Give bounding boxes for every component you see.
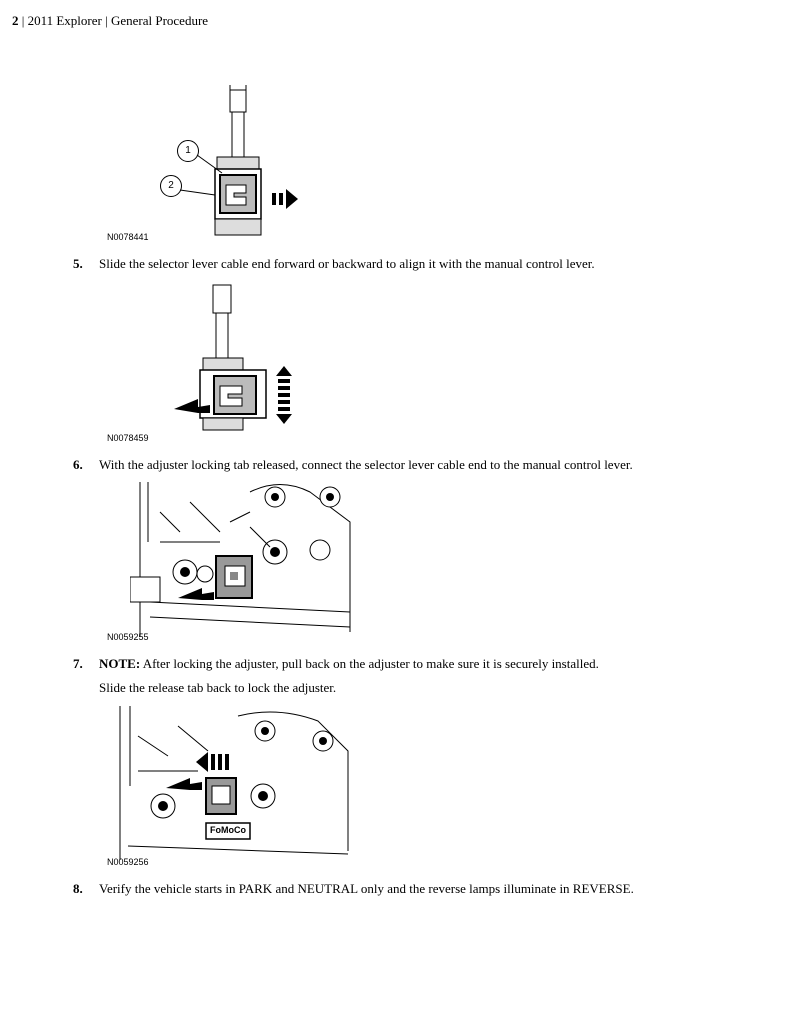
figure-id-2: N0078459 (107, 433, 149, 443)
fomoco-logo: FoMoCo (210, 825, 246, 835)
figure-cable-end-align (170, 283, 320, 433)
callout-2: 2 (160, 175, 182, 197)
figure-connect-cable-end (130, 482, 356, 637)
step-6-text: With the adjuster locking tab released, … (99, 457, 633, 472)
figure-lock-adjuster: FoMoCo (108, 706, 354, 860)
callout-1: 1 (177, 140, 199, 162)
step-5-text: Slide the selector lever cable end forwa… (99, 256, 595, 271)
step-6-number: 6. (73, 457, 83, 472)
figure-id-4: N0059256 (107, 857, 149, 867)
step-7-note: NOTE: After locking the adjuster, pull b… (99, 656, 599, 672)
figure-id-3: N0059255 (107, 632, 149, 642)
page-number: 2 (12, 13, 19, 28)
step-7-text: Slide the release tab back to lock the a… (99, 680, 337, 695)
step-5-number: 5. (73, 256, 83, 271)
figure-cable-end-release: 1 2 (160, 85, 310, 240)
figure-id-1: N0078441 (107, 232, 149, 242)
note-label: NOTE: (99, 656, 141, 671)
page-header: 2 | 2011 Explorer | General Procedure (12, 13, 208, 29)
note-text: After locking the adjuster, pull back on… (140, 656, 599, 671)
step-8-number: 8. (73, 881, 83, 896)
step-8-text: Verify the vehicle starts in PARK and NE… (99, 881, 634, 896)
header-title: | 2011 Explorer | General Procedure (18, 13, 209, 28)
step-7-number: 7. (73, 656, 83, 671)
